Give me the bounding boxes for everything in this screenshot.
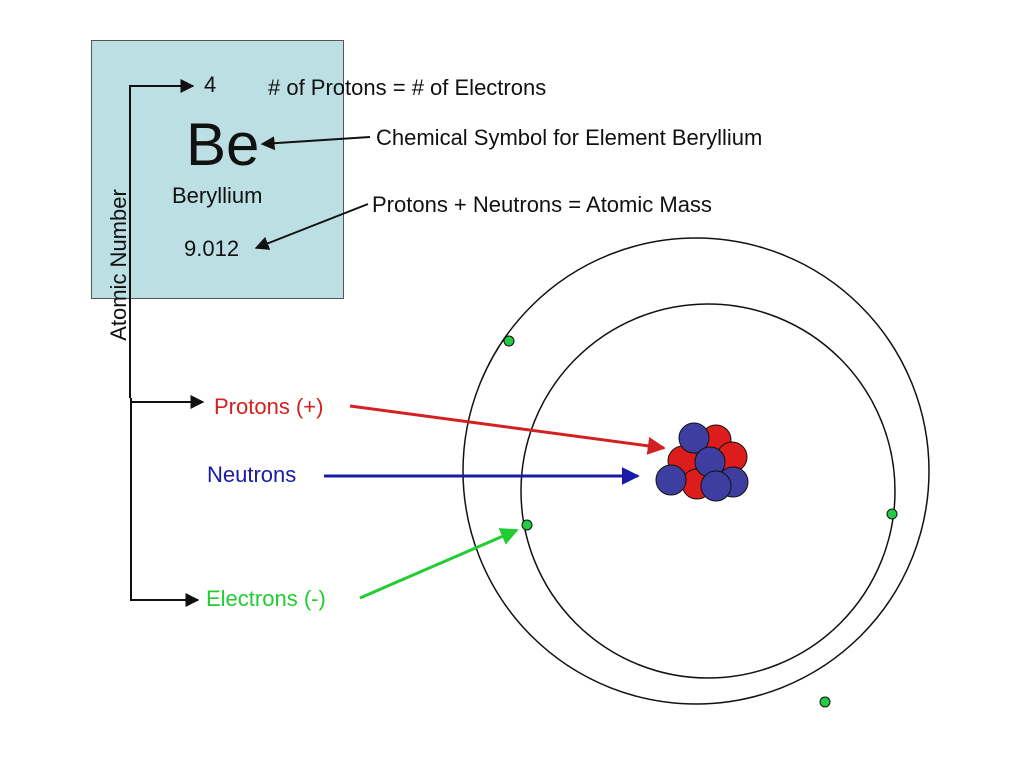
atomic-mass-label: Protons + Neutrons = Atomic Mass — [372, 192, 712, 217]
element-name: Beryllium — [172, 183, 263, 208]
neutrons-label: Neutrons — [207, 462, 297, 487]
electron — [503, 335, 515, 347]
arrow-to-symbol — [260, 136, 371, 151]
outer-orbit — [462, 237, 930, 705]
arrow-electrons — [359, 528, 519, 600]
element-symbol: Be — [186, 111, 260, 178]
protons-label: Protons (+) — [214, 394, 324, 419]
arrow-protons — [349, 404, 666, 455]
protons-electrons-label: # of Protons = # of Electrons — [268, 75, 547, 100]
electron — [886, 508, 898, 520]
atomic-number: 4 — [204, 72, 217, 97]
chemical-symbol-label: Chemical Symbol for Element Beryllium — [376, 125, 763, 150]
neutron — [678, 422, 710, 454]
neutron — [655, 464, 687, 496]
electron — [521, 519, 533, 531]
arrow-to-mass — [254, 203, 369, 250]
atomic-mass: 9.012 — [184, 236, 240, 261]
atomic-number-label: Atomic Number — [106, 189, 131, 341]
electron — [819, 696, 831, 708]
element-tile — [91, 40, 344, 299]
inner-orbit — [520, 303, 896, 679]
neutron — [700, 470, 732, 502]
electrons-label: Electrons (-) — [206, 586, 326, 611]
bracket-line-lower — [130, 398, 200, 607]
bracket-line — [129, 79, 195, 398]
